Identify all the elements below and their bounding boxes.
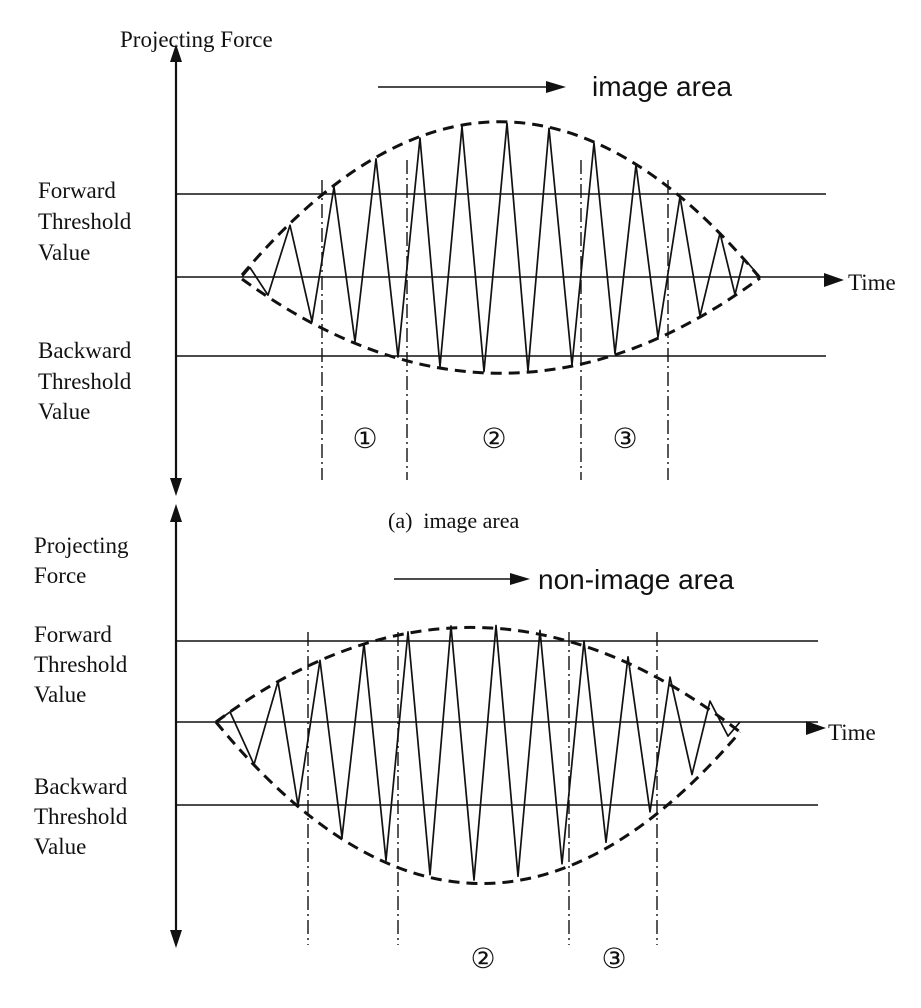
y-axis-label-b-1: Projecting (34, 533, 129, 558)
direction-arrow-a-head (546, 81, 566, 93)
backward-threshold-label-a-1: Backward (38, 338, 132, 363)
region-3-label-b: ③ (601, 944, 626, 975)
panel-a (170, 44, 844, 496)
y-axis-a-arrow-down (170, 478, 182, 496)
forward-threshold-label-b-2: Threshold (34, 652, 128, 677)
backward-threshold-label-a-2: Threshold (38, 369, 132, 394)
oscillating-waveform-a (241, 122, 761, 373)
forward-threshold-label-a-1: Forward (38, 178, 116, 203)
region-1-label-a: ① (352, 424, 377, 455)
upper-envelope-b (215, 625, 741, 734)
lower-envelope-a (241, 276, 761, 375)
time-axis-b-arrow (806, 721, 826, 735)
x-axis-label-b: Time (828, 720, 876, 745)
y-axis-b-arrow-down (170, 930, 182, 948)
y-axis-b-arrow-up (170, 504, 182, 522)
region-2-label-b: ② (470, 944, 495, 975)
backward-threshold-label-a-3: Value (38, 399, 90, 424)
region-3-label-a: ③ (612, 424, 637, 455)
backward-threshold-label-b-2: Threshold (34, 804, 128, 829)
forward-threshold-label-b-3: Value (34, 682, 86, 707)
y-axis-a-arrow-up (170, 44, 182, 62)
region-2-label-a: ② (481, 424, 506, 455)
x-axis-label-a: Time (848, 270, 896, 295)
forward-threshold-label-a-2: Threshold (38, 209, 132, 234)
lower-envelope-b (214, 721, 742, 885)
upper-envelope-a (240, 120, 762, 279)
direction-arrow-b-head (510, 573, 530, 585)
forward-threshold-label-a-3: Value (38, 240, 90, 265)
backward-threshold-label-b-1: Backward (34, 774, 128, 799)
direction-label-b: non-image area (538, 564, 735, 595)
panel-b (170, 504, 826, 948)
y-axis-label-b-2: Force (34, 563, 86, 588)
forward-threshold-label-b-1: Forward (34, 622, 112, 647)
y-axis-label-a: Projecting Force (120, 27, 273, 52)
panel-a-caption: (a) image area (388, 508, 520, 533)
time-axis-a-arrow (824, 273, 844, 287)
oscillating-waveform-b (215, 624, 741, 881)
backward-threshold-label-b-3: Value (34, 834, 86, 859)
direction-label-a: image area (592, 71, 733, 102)
